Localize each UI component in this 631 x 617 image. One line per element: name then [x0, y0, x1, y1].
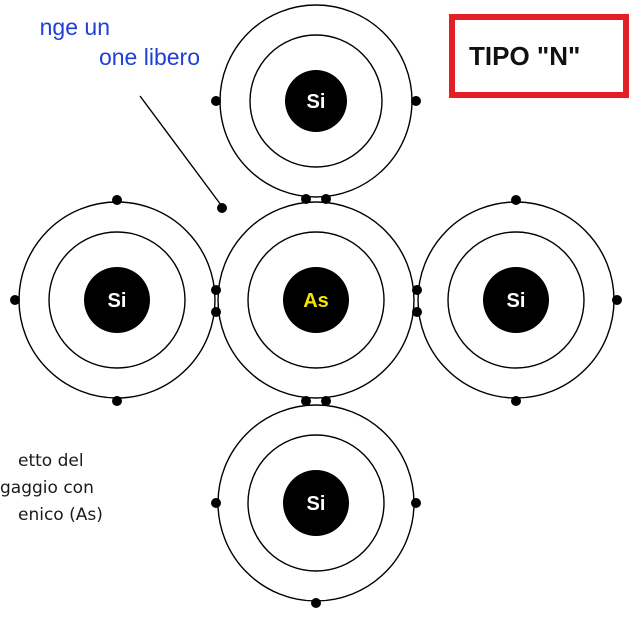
free-electron-annotation: nge un one libero: [0, 12, 200, 72]
nucleus: [285, 70, 347, 132]
inner-shell: [48, 231, 186, 369]
annotation-line: enico (As): [18, 505, 103, 525]
atom-label-top: Si: [307, 91, 326, 113]
atom-left: Si: [10, 195, 216, 406]
electron: [211, 498, 221, 508]
atom-label-center: As: [303, 290, 329, 312]
nucleus: [283, 267, 349, 333]
outer-shell: [217, 201, 415, 399]
inner-shell: [447, 231, 585, 369]
leader-line: [139, 95, 222, 206]
annotation-line: etto del: [18, 451, 84, 471]
electron: [10, 295, 20, 305]
nucleus: [84, 267, 150, 333]
bond-electron: [412, 307, 422, 317]
annotation-line: one libero: [98, 44, 200, 70]
inner-shell: [249, 34, 383, 168]
bond-electron: [301, 194, 311, 204]
type-label-box: TIPO "N": [449, 14, 629, 98]
free-electron: [217, 203, 227, 213]
atom-right: Si: [417, 195, 622, 406]
electron: [211, 96, 221, 106]
bond-electron: [301, 396, 311, 406]
electron: [411, 96, 421, 106]
inner-shell: [247, 231, 385, 369]
electron: [612, 295, 622, 305]
atom-label-bottom: Si: [307, 493, 326, 515]
bond-electron: [412, 285, 422, 295]
doping-annotation: etto del gaggio con enico (As): [0, 448, 180, 529]
electron: [411, 498, 421, 508]
bond-electron: [321, 396, 331, 406]
atom-label-right: Si: [507, 290, 526, 312]
bond-electron: [211, 307, 221, 317]
electron: [311, 598, 321, 608]
type-label: TIPO "N": [469, 40, 581, 71]
electron: [112, 396, 122, 406]
atom-center: As: [217, 201, 415, 399]
electron: [112, 195, 122, 205]
nucleus: [483, 267, 549, 333]
atom-bottom: Si: [211, 404, 421, 608]
inner-shell: [247, 434, 385, 572]
electron: [511, 195, 521, 205]
electron: [511, 396, 521, 406]
annotation-line: nge un: [39, 14, 110, 40]
bond-electron: [321, 194, 331, 204]
atom-top: Si: [211, 4, 421, 198]
annotation-line: gaggio con: [0, 478, 94, 498]
bond-electron: [211, 285, 221, 295]
bond-electrons: [211, 194, 422, 406]
nucleus: [283, 470, 349, 536]
atom-label-left: Si: [108, 290, 127, 312]
